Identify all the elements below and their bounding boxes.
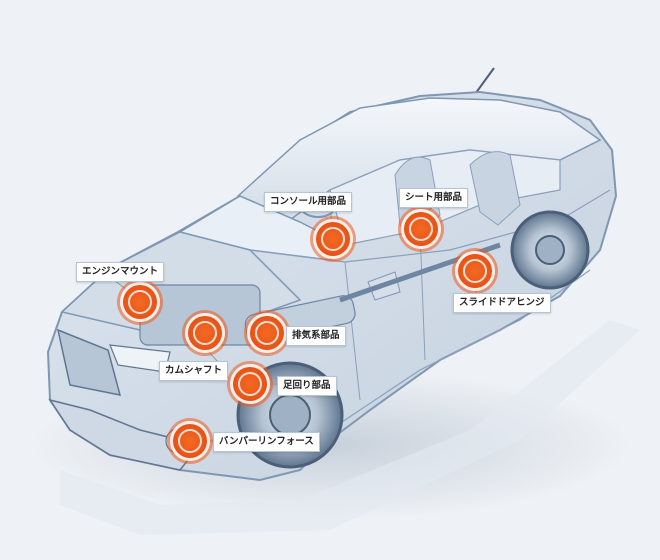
rear-seat (469, 151, 521, 226)
marker-camshaft[interactable] (185, 313, 225, 353)
door-line (419, 229, 426, 361)
marker-console-parts[interactable] (313, 219, 353, 259)
rocker-line (329, 269, 591, 431)
callout-console-parts[interactable]: コンソール用部品 (264, 192, 353, 212)
marker-bumper-reinforcement[interactable] (170, 421, 210, 461)
car-reflection (60, 320, 640, 535)
callout-camshaft[interactable]: カムシャフト (159, 361, 229, 381)
marker-suspension-parts[interactable] (230, 364, 270, 404)
callout-suspension-parts[interactable]: 足回り部品 (277, 376, 337, 396)
callout-engine-mount[interactable]: エンジンマウント (76, 262, 165, 282)
front-wheel-hub (269, 394, 311, 436)
marker-engine-mount[interactable] (120, 282, 160, 322)
callout-sliding-door-hinge[interactable]: スライドドアヒンジ (453, 293, 551, 313)
rear-wheel-hub (535, 235, 565, 265)
marker-seat-parts[interactable] (401, 209, 441, 249)
front-grille (56, 328, 122, 396)
door-line-front (344, 261, 361, 401)
marker-exhaust-parts[interactable] (247, 313, 287, 353)
callout-bumper-reinforcement[interactable]: バンパーリンフォース (213, 432, 320, 452)
callout-seat-parts[interactable]: シート用部品 (399, 188, 469, 208)
callout-exhaust-parts[interactable]: 排気系部品 (286, 326, 346, 346)
marker-sliding-door-hinge[interactable] (455, 251, 495, 291)
